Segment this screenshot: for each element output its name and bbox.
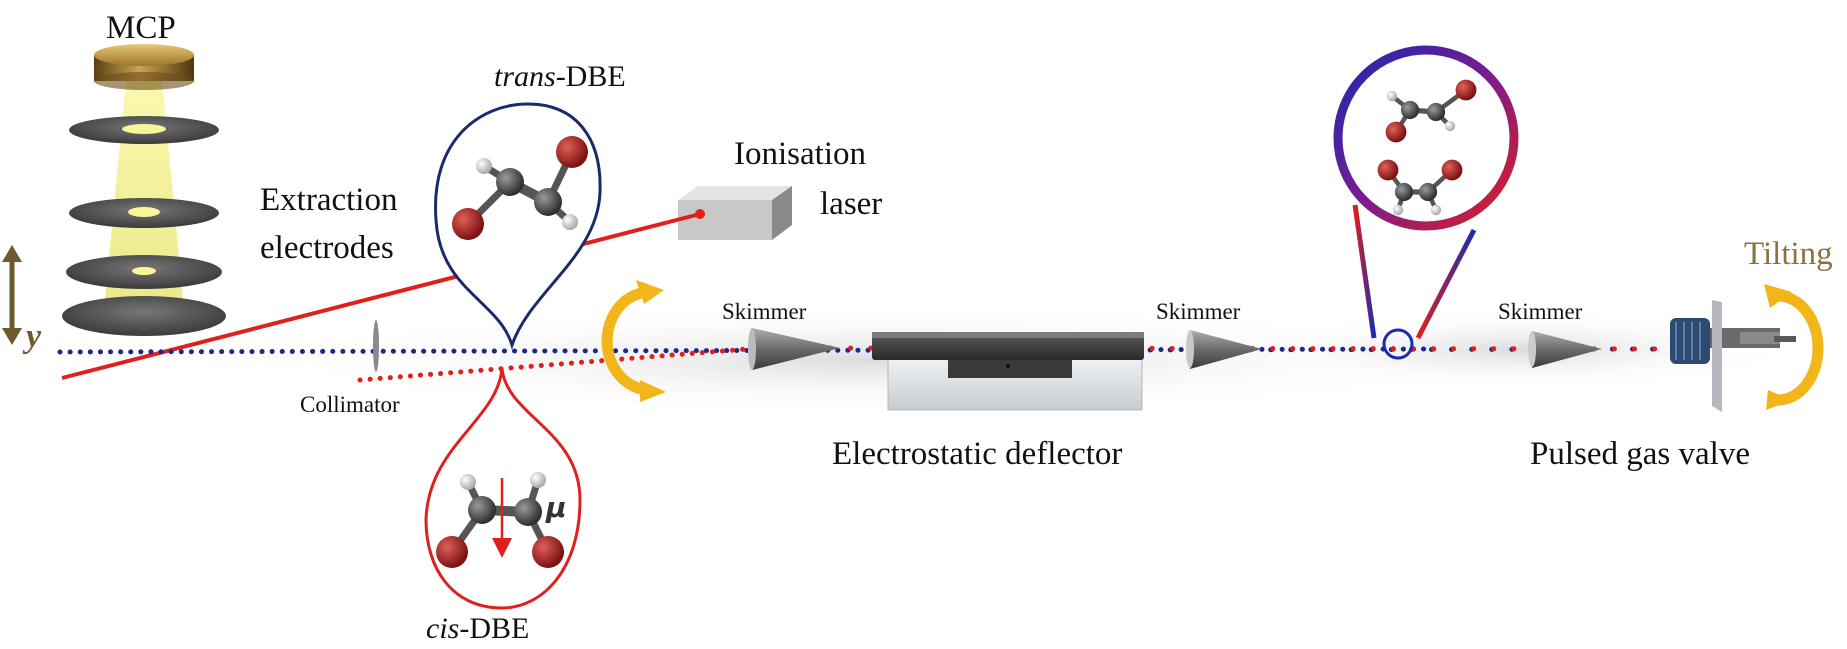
collimator-label: Collimator: [300, 392, 400, 417]
dipole-label: μ: [546, 491, 567, 524]
valve-label: Pulsed gas valve: [1530, 436, 1750, 472]
extraction-electrode-icon: [66, 255, 222, 289]
cis-suffix: -DBE: [459, 612, 530, 645]
trans-prefix: trans: [494, 60, 556, 93]
zoom-cis-molecule-icon: [1377, 159, 1463, 216]
skimmer-icon: [1528, 331, 1602, 368]
rotation-arrow-icon: [601, 280, 666, 402]
deflector-icon: [872, 332, 1144, 411]
skimmer-icon: [1186, 330, 1262, 369]
ionisation-label-line2: laser: [820, 186, 883, 222]
extraction-electrode-icon: [69, 198, 219, 228]
skimmer-icon: [748, 328, 840, 370]
rotation-arrow-icon: [1764, 284, 1824, 410]
cis-molecule-icon: [436, 472, 564, 568]
skimmer-label-1: Skimmer: [722, 299, 807, 324]
trans-suffix: -DBE: [555, 60, 626, 93]
cis-molecular-beam: [357, 345, 763, 383]
extraction-electrode-icon: [69, 116, 219, 144]
y-axis-label: y: [26, 318, 42, 355]
zoom-trans-molecule-icon: [1385, 79, 1477, 143]
ionisation-laser-beam: [61, 212, 701, 380]
cis-dbe-label: cis-DBE: [426, 614, 529, 644]
mcp-label: MCP: [106, 10, 176, 46]
deflector-label: Electrostatic deflector: [832, 436, 1123, 472]
extraction-label-line1: Extraction: [260, 182, 398, 218]
trans-dbe-label: trans-DBE: [494, 62, 626, 92]
cis-prefix: cis: [426, 612, 460, 645]
trans-molecule-icon: [452, 136, 588, 240]
pulsed-valve-icon: [1670, 300, 1796, 412]
skimmer-label-2: Skimmer: [1156, 299, 1241, 324]
collimator-icon: [373, 320, 379, 372]
extraction-electrode-icon: [62, 296, 226, 336]
tilting-label: Tilting: [1744, 236, 1833, 272]
laser-box-icon: [678, 186, 792, 240]
skimmer-label-3: Skimmer: [1498, 299, 1583, 324]
extraction-label-line2: electrodes: [260, 230, 394, 266]
ionisation-label-line1: Ionisation: [734, 136, 866, 172]
y-axis-arrow: [2, 245, 22, 345]
